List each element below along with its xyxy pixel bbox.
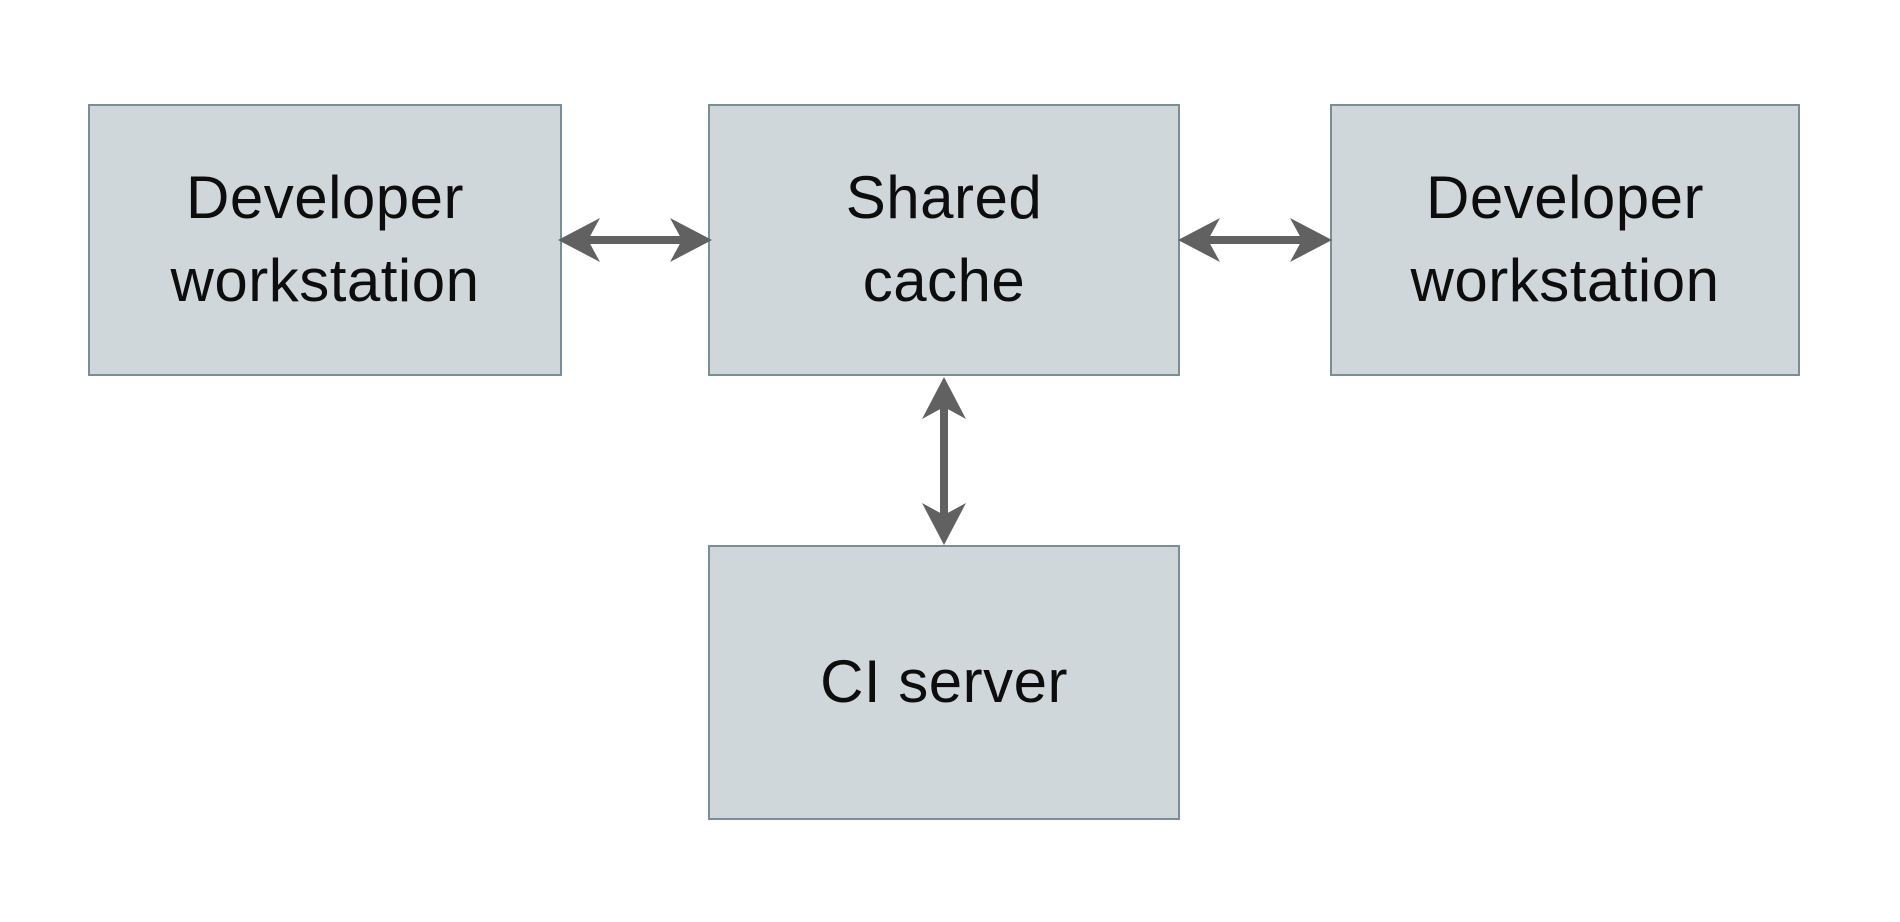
node-developer-workstation-left-label: Developer workstation [170, 164, 480, 314]
double-arrow-dev-left-to-cache-icon [558, 218, 712, 262]
double-arrow-cache-to-dev-right-icon [1178, 218, 1332, 262]
node-shared-cache: Shared cache [708, 104, 1180, 376]
node-ci-server-label: CI server [820, 648, 1068, 716]
node-shared-cache-label: Shared cache [845, 164, 1043, 314]
double-arrow-cache-to-ci-server-icon [922, 377, 966, 545]
node-developer-workstation-right: Developer workstation [1330, 104, 1800, 376]
node-ci-server: CI server [708, 545, 1180, 820]
node-developer-workstation-left: Developer workstation [88, 104, 562, 376]
node-developer-workstation-right-label: Developer workstation [1410, 164, 1720, 314]
